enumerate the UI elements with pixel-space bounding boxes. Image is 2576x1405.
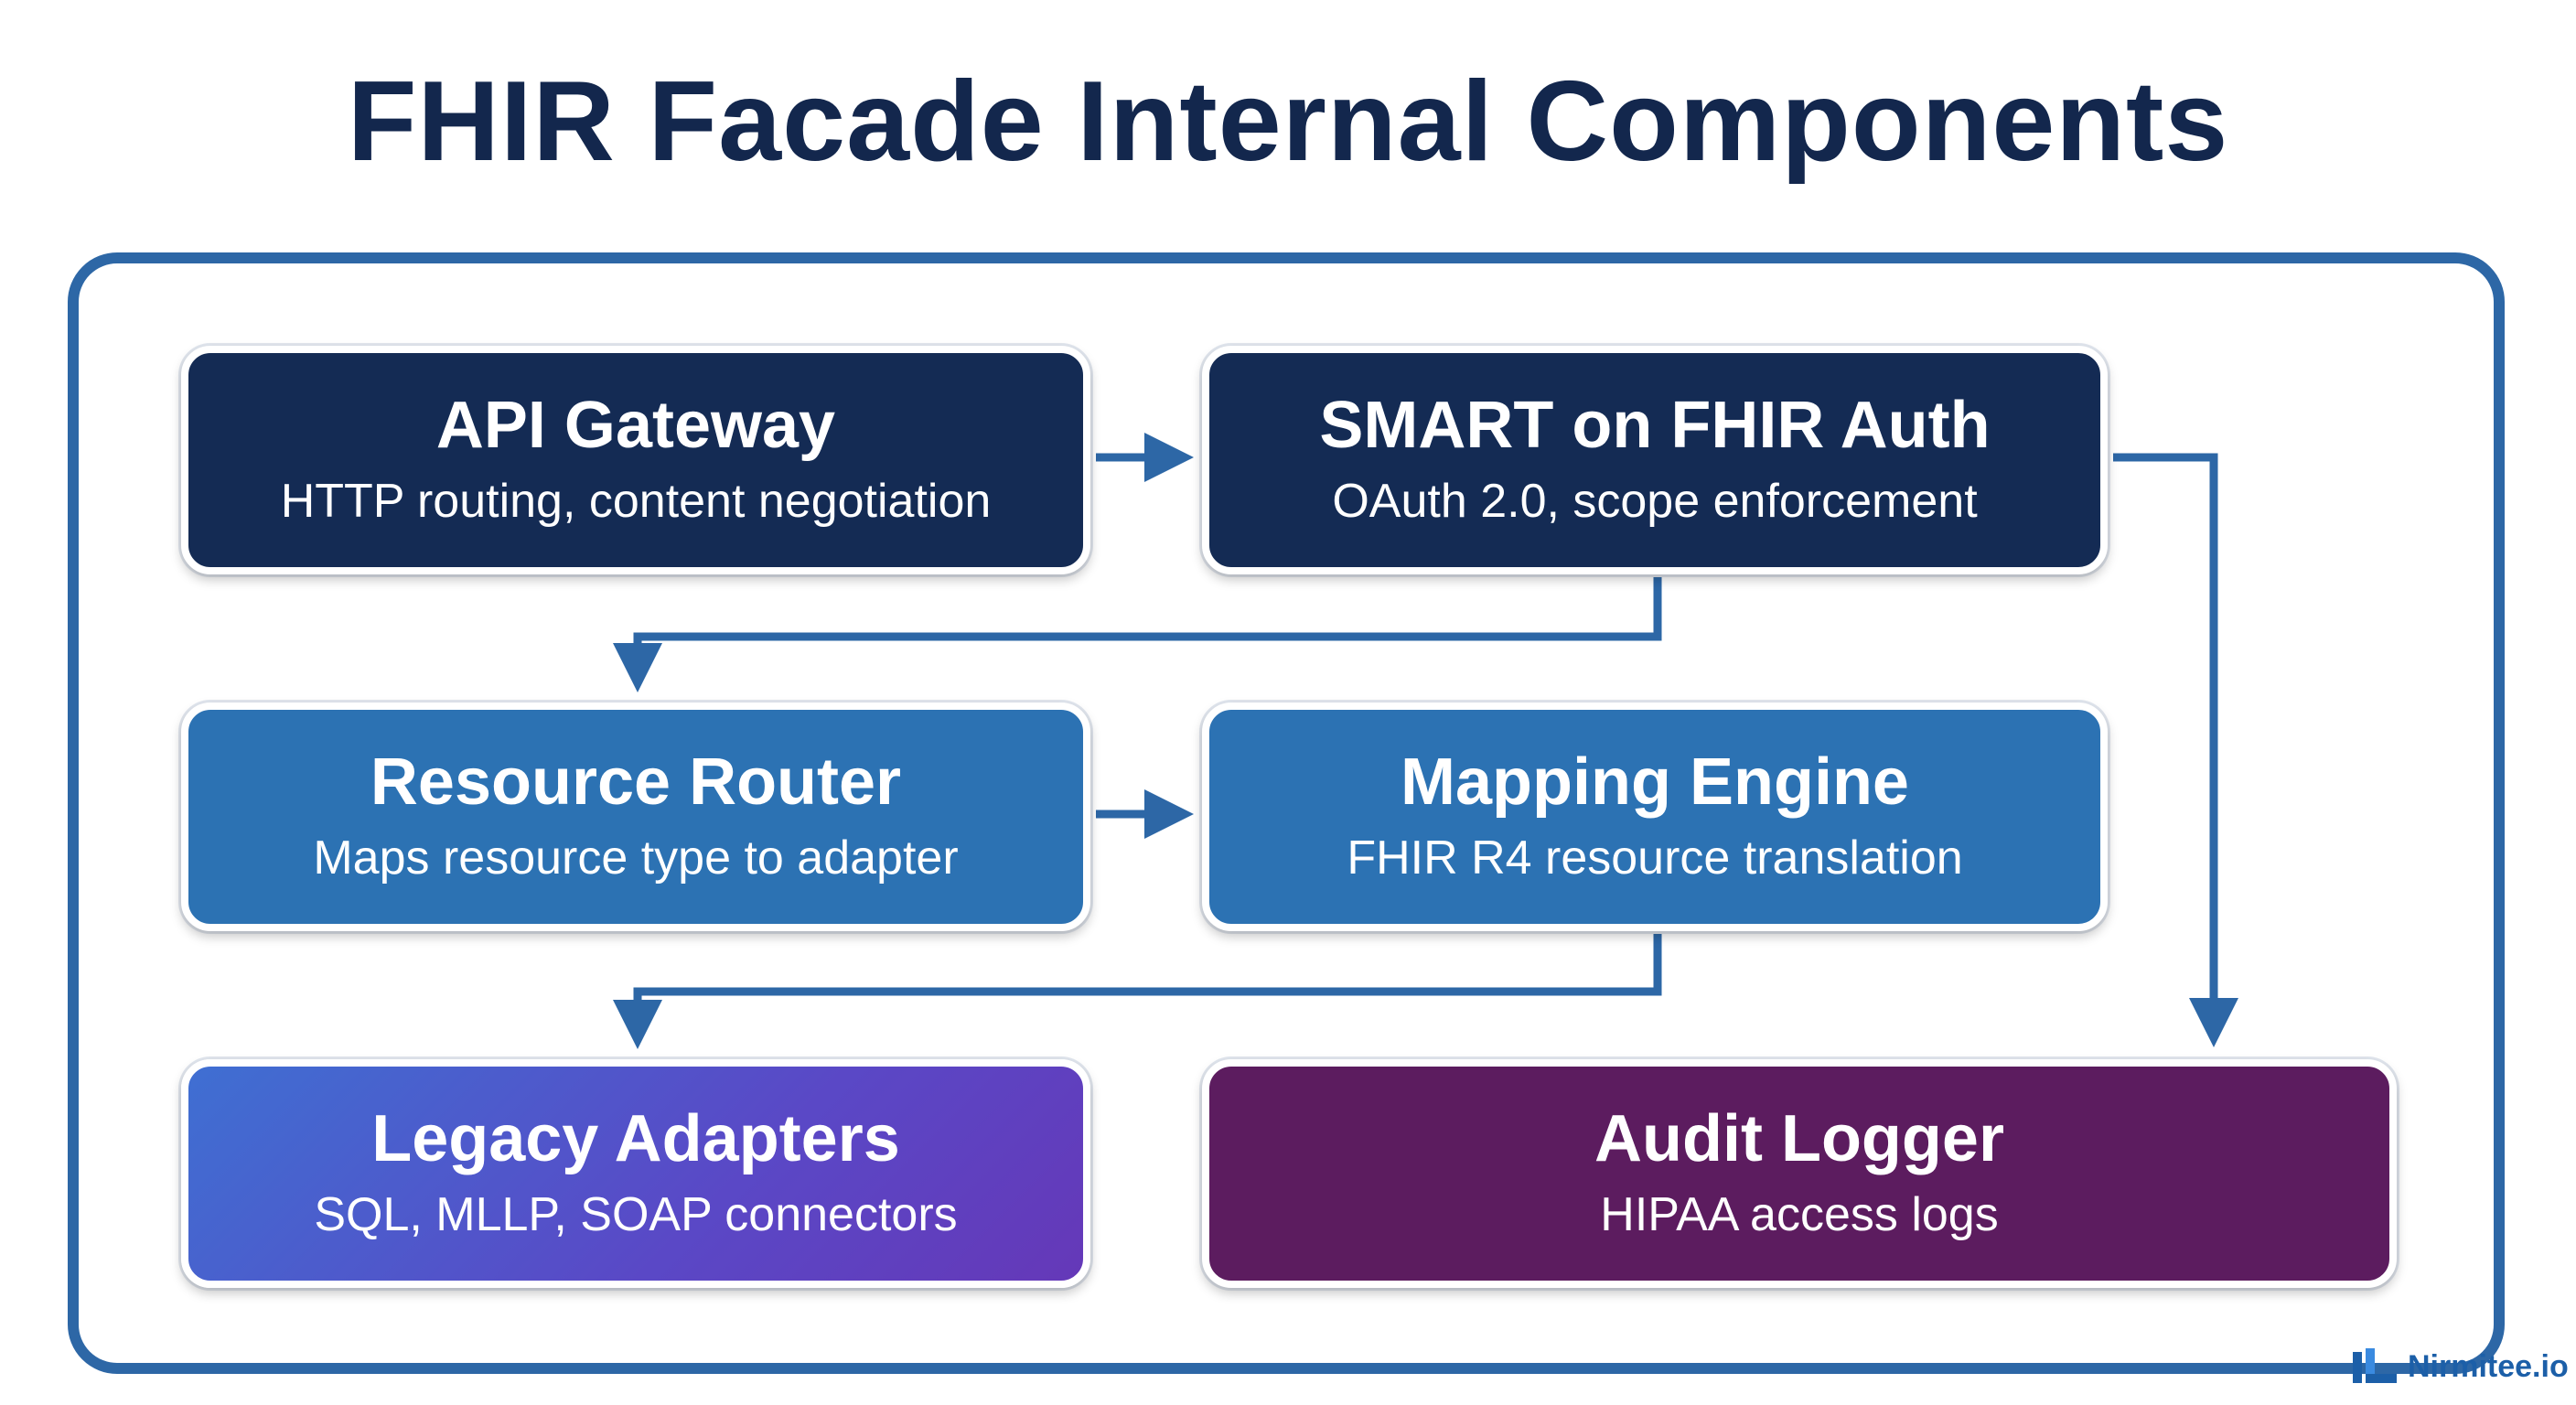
node-audit-logger: Audit Logger HIPAA access logs [1202,1059,2397,1288]
node-title: API Gateway [435,389,836,463]
node-subtitle: HTTP routing, content negotiation [280,474,992,528]
node-title: SMART on FHIR Auth [1319,389,1991,463]
node-legacy-adapters: Legacy Adapters SQL, MLLP, SOAP connecto… [181,1059,1090,1288]
node-smart-on-fhir-auth: SMART on FHIR Auth OAuth 2.0, scope enfo… [1202,346,2108,574]
node-title: Audit Logger [1594,1102,2004,1176]
node-resource-router: Resource Router Maps resource type to ad… [181,702,1090,931]
node-mapping-engine: Mapping Engine FHIR R4 resource translat… [1202,702,2108,931]
node-subtitle: OAuth 2.0, scope enforcement [1332,474,1978,528]
page-title: FHIR Facade Internal Components [347,59,2229,185]
node-title: Mapping Engine [1401,745,1909,820]
node-title: Legacy Adapters [371,1102,900,1176]
node-api-gateway: API Gateway HTTP routing, content negoti… [181,346,1090,574]
node-subtitle: FHIR R4 resource translation [1347,831,1963,885]
system-boundary-frame [68,252,2505,1374]
node-subtitle: SQL, MLLP, SOAP connectors [314,1187,958,1241]
brand-name: Nirmitee.io [2408,1348,2569,1384]
brand-watermark: Nirmitee.io [2351,1346,2569,1387]
node-subtitle: Maps resource type to adapter [313,831,959,885]
node-title: Resource Router [370,745,902,820]
nirmitee-logo-icon [2353,1348,2397,1383]
node-subtitle: HIPAA access logs [1600,1187,1999,1241]
